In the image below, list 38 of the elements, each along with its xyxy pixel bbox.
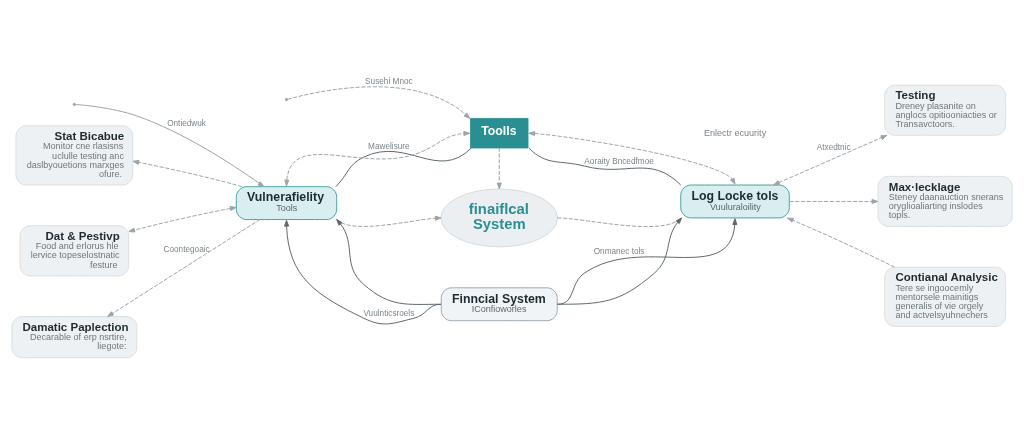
edge-label: Mawelisure [368,141,410,151]
edge-label: Coontegoaic [163,244,210,254]
node-box: Testing Dreney plasanite on anglocs opitiooniacties or Transavctoors. [884,84,1006,136]
node-box: Dat & Pestivp Food and erlorus hle lervice topeselostnatic festure [19,225,129,277]
edge-label: Vuulnticsroels [363,308,415,318]
arrow [128,206,237,233]
arrow [789,198,879,204]
connector [556,217,683,228]
node-box: Max·lecklage Steney daanauction snerans oryglioaliarting inslodes topls. [877,175,1013,227]
edge-label: Susehi Mnoc [365,76,413,86]
node-box: Contianal Analysic Tere se ingoocemly mentorsele mainitigs generalis of vie orgely and actvelsyuhnechers [884,266,1006,327]
arrow [75,103,265,188]
node-box: Toolls [470,118,529,149]
node-box: Stat Bicabue Monitor cne rlasisns uclulle testing anc daslbyouetions marxges ofure. [15,125,134,186]
label: Enlectr ecuurity [703,127,767,138]
node-box: Log Locke tols Vuuluraloility [680,184,790,219]
edge-label: Ontiedwuk [167,118,207,128]
arrow [496,147,502,190]
node-ellipse: finaiflcal System [440,188,558,248]
arrow [287,86,471,119]
arrow [786,217,895,268]
arrow [556,217,683,305]
arrow [556,218,738,305]
arrow [284,219,442,325]
arrow [284,130,471,187]
edge-label: Atxedtnic [816,143,851,153]
arrow [107,219,261,317]
node-box: Damatic Paplection Decarable of erp nsrtire, liegote: [11,316,138,359]
node-box: Finncial System IConfioworles [440,287,558,322]
edge-label: Onmanec tols [593,247,645,257]
arrow [336,215,442,227]
edge-label: Aoraity Bncedfmoe [584,156,654,166]
arrow [132,159,243,188]
arrow [528,131,736,185]
node-box: Vulnerafielity Tools [235,186,338,220]
connector [528,147,682,186]
arrow [773,134,888,186]
connector [335,147,472,188]
